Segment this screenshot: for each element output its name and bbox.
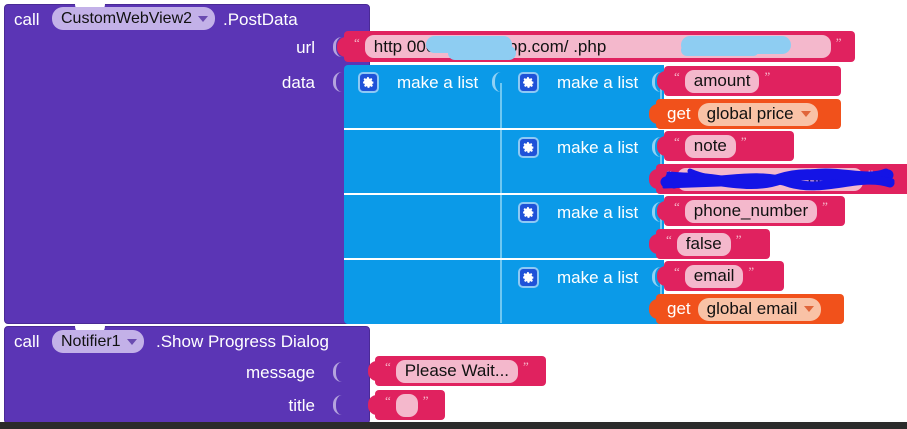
block-plug [649, 104, 658, 124]
block-plug [649, 169, 658, 189]
make-a-list-item-4-label: make a list [557, 268, 639, 287]
close-quote-icon: ” [422, 393, 429, 408]
block-plug [337, 36, 346, 57]
make-a-list-outer-label: make a list [397, 73, 479, 92]
make-a-list-item-1-label: make a list [557, 73, 639, 92]
list-item-2-separator [344, 193, 664, 195]
open-quote-icon: “ [385, 393, 391, 408]
list-2-key-text-block[interactable]: “ note ” [657, 131, 794, 161]
list-3-value-text-block[interactable]: “ false ” [649, 229, 770, 259]
socket-label-title: title [288, 396, 315, 415]
close-quote-icon: ” [740, 134, 747, 149]
variable-dropdown-global-email[interactable]: global email [697, 297, 822, 321]
list-1-socket-a[interactable] [652, 72, 664, 92]
list-2-key-field[interactable]: note [684, 134, 736, 158]
gear-icon[interactable] [518, 267, 539, 288]
url-redaction-stroke-1b [448, 46, 516, 60]
list-item-1-separator [344, 128, 664, 130]
list-4-key-value: email [693, 266, 735, 285]
list-3-key-field[interactable]: phone_number [684, 199, 818, 223]
close-quote-icon: ” [822, 199, 828, 214]
close-quote-icon: ” [748, 264, 755, 279]
block-plug [649, 234, 658, 254]
list-3-socket-a[interactable] [652, 202, 664, 222]
list-1-key-field[interactable]: amount [684, 69, 760, 93]
open-quote-icon: “ [666, 232, 672, 247]
block-plug [657, 201, 666, 221]
description-redaction-scribble [660, 168, 895, 191]
message-socket[interactable] [333, 362, 345, 382]
call-keyword-postdata: call [14, 10, 40, 29]
chevron-down-icon[interactable] [804, 306, 815, 312]
gear-icon[interactable] [358, 72, 379, 93]
list-4-socket-a[interactable] [652, 267, 664, 287]
list-3-value-field[interactable]: false [676, 232, 731, 256]
block-plug [657, 266, 666, 286]
socket-label-url: url [296, 38, 315, 57]
open-quote-icon: “ [385, 359, 391, 374]
open-quote-icon: “ [674, 69, 680, 84]
close-quote-icon: ” [735, 232, 742, 247]
method-name-postdata: .PostData [223, 10, 298, 29]
title-socket[interactable] [333, 395, 345, 415]
window-bottom-bar [0, 422, 907, 429]
url-redaction-stroke-2b [681, 44, 759, 56]
variable-name-global-email: global email [706, 299, 798, 318]
method-name-show-progress-dialog: .Show Progress Dialog [156, 332, 329, 351]
component-name-notifier1: Notifier1 [61, 332, 121, 350]
chevron-down-icon[interactable] [126, 338, 137, 345]
open-quote-icon: “ [354, 34, 360, 50]
list-item-3-separator [344, 258, 664, 260]
variable-dropdown-global-price[interactable]: global price [697, 102, 818, 126]
open-quote-icon: “ [674, 134, 680, 149]
list-1-key-value: amount [693, 71, 751, 90]
list-3-key-text-block[interactable]: “ phone_number ” [657, 196, 845, 226]
gear-icon[interactable] [518, 137, 539, 158]
gear-icon[interactable] [518, 202, 539, 223]
open-quote-icon: “ [674, 264, 680, 279]
url-socket[interactable] [333, 37, 345, 57]
chevron-down-icon[interactable] [800, 111, 811, 117]
call-customwebview2-postdata-block[interactable] [4, 4, 370, 324]
gear-icon[interactable] [518, 72, 539, 93]
message-text-block[interactable]: “ Please Wait... ” [368, 356, 546, 386]
data-socket[interactable] [333, 72, 345, 92]
close-quote-icon: ” [835, 34, 842, 50]
list-4-key-text-block[interactable]: “ email ” [657, 261, 784, 291]
message-text-value: Please Wait... [404, 361, 510, 380]
call-keyword-notifier: call [14, 332, 40, 351]
outer-list-item-socket[interactable] [492, 72, 504, 92]
outer-list-spine [500, 83, 502, 323]
message-text-field[interactable]: Please Wait... [395, 359, 519, 383]
list-2-key-value: note [693, 136, 727, 155]
close-quote-icon: ” [764, 69, 771, 84]
variable-name-global-price: global price [706, 104, 794, 123]
close-quote-icon: ” [523, 359, 529, 374]
get-keyword-1: get [667, 104, 691, 123]
component-dropdown-customwebview2[interactable]: CustomWebView2 [52, 7, 216, 30]
list-3-key-value: phone_number [693, 201, 809, 220]
list-3-value-text: false [685, 234, 722, 253]
make-a-list-item-3-label: make a list [557, 203, 639, 222]
list-4-key-field[interactable]: email [684, 264, 744, 288]
block-plug [368, 395, 377, 415]
component-dropdown-notifier1[interactable]: Notifier1 [52, 330, 144, 353]
make-a-list-item-2-label: make a list [557, 138, 639, 157]
block-plug [657, 71, 666, 91]
get-keyword-2: get [667, 299, 691, 318]
list-4-get-global-email-block[interactable]: get global email [649, 294, 844, 324]
title-text-field[interactable] [395, 393, 418, 417]
chevron-down-icon[interactable] [198, 15, 209, 22]
list-2-socket-a[interactable] [652, 137, 664, 157]
block-plug [368, 361, 377, 381]
socket-label-message: message [246, 363, 315, 382]
list-1-get-global-price-block[interactable]: get global price [649, 99, 841, 129]
block-plug [649, 299, 658, 319]
socket-label-data: data [281, 73, 315, 92]
title-text-block[interactable]: “ ” [368, 390, 445, 420]
component-name-customwebview2: CustomWebView2 [61, 9, 193, 27]
open-quote-icon: “ [674, 199, 680, 214]
block-plug [657, 136, 666, 156]
list-1-key-text-block[interactable]: “ amount ” [657, 66, 841, 96]
